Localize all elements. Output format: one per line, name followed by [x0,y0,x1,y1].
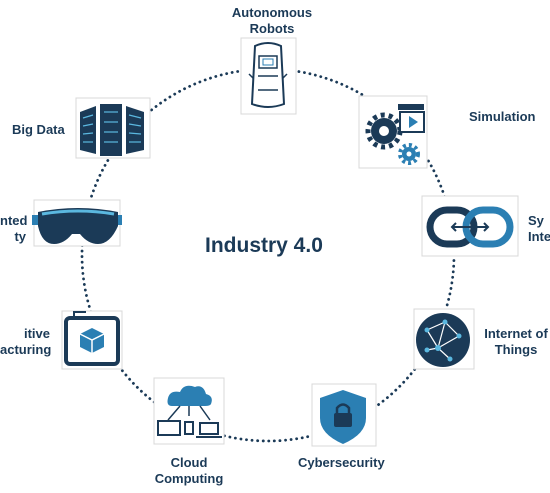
label-cloud-computing: Cloud Computing [148,455,230,487]
label-simulation: Simulation [469,109,535,125]
label-cybersecurity: Cybersecurity [298,455,385,471]
label-line: ty [14,229,26,244]
network-globe-icon [413,308,475,370]
label-line: Sy [528,213,544,228]
label-line: Cloud [170,455,208,470]
diagram-title: Industry 4.0 [205,234,323,257]
label-line: Things [494,342,538,357]
vr-headset-icon [32,199,122,247]
label-line: Cybersecurity [298,455,385,470]
label-line: Big Data [12,122,65,137]
server-racks-icon [75,97,151,159]
label-autonomous-robots: Autonomous Robots [230,5,314,37]
gears-clapperboard-icon [358,95,428,169]
chain-link-icon [421,195,519,257]
label-line: acturing [0,342,52,357]
label-line: Inte [528,229,550,244]
label-line: Internet of [484,326,548,341]
label-line: Simulation [469,109,536,124]
label-line: itive [23,326,50,341]
3d-printer-icon [61,310,123,370]
label-line: nted [0,213,28,228]
label-additive-manufacturing: itive acturing [0,326,52,358]
label-augmented-reality: nted ty [0,213,28,245]
label-system-integration: Sy Inte [528,213,550,245]
autonomous-car-icon [240,37,297,115]
label-big-data: Big Data [12,122,65,138]
label-line: Robots [249,21,295,36]
shield-lock-icon [311,383,377,447]
label-line: Autonomous [231,5,313,20]
cloud-devices-icon [153,377,225,445]
label-internet-of-things: Internet of Things [482,326,550,358]
label-line: Computing [154,471,224,486]
